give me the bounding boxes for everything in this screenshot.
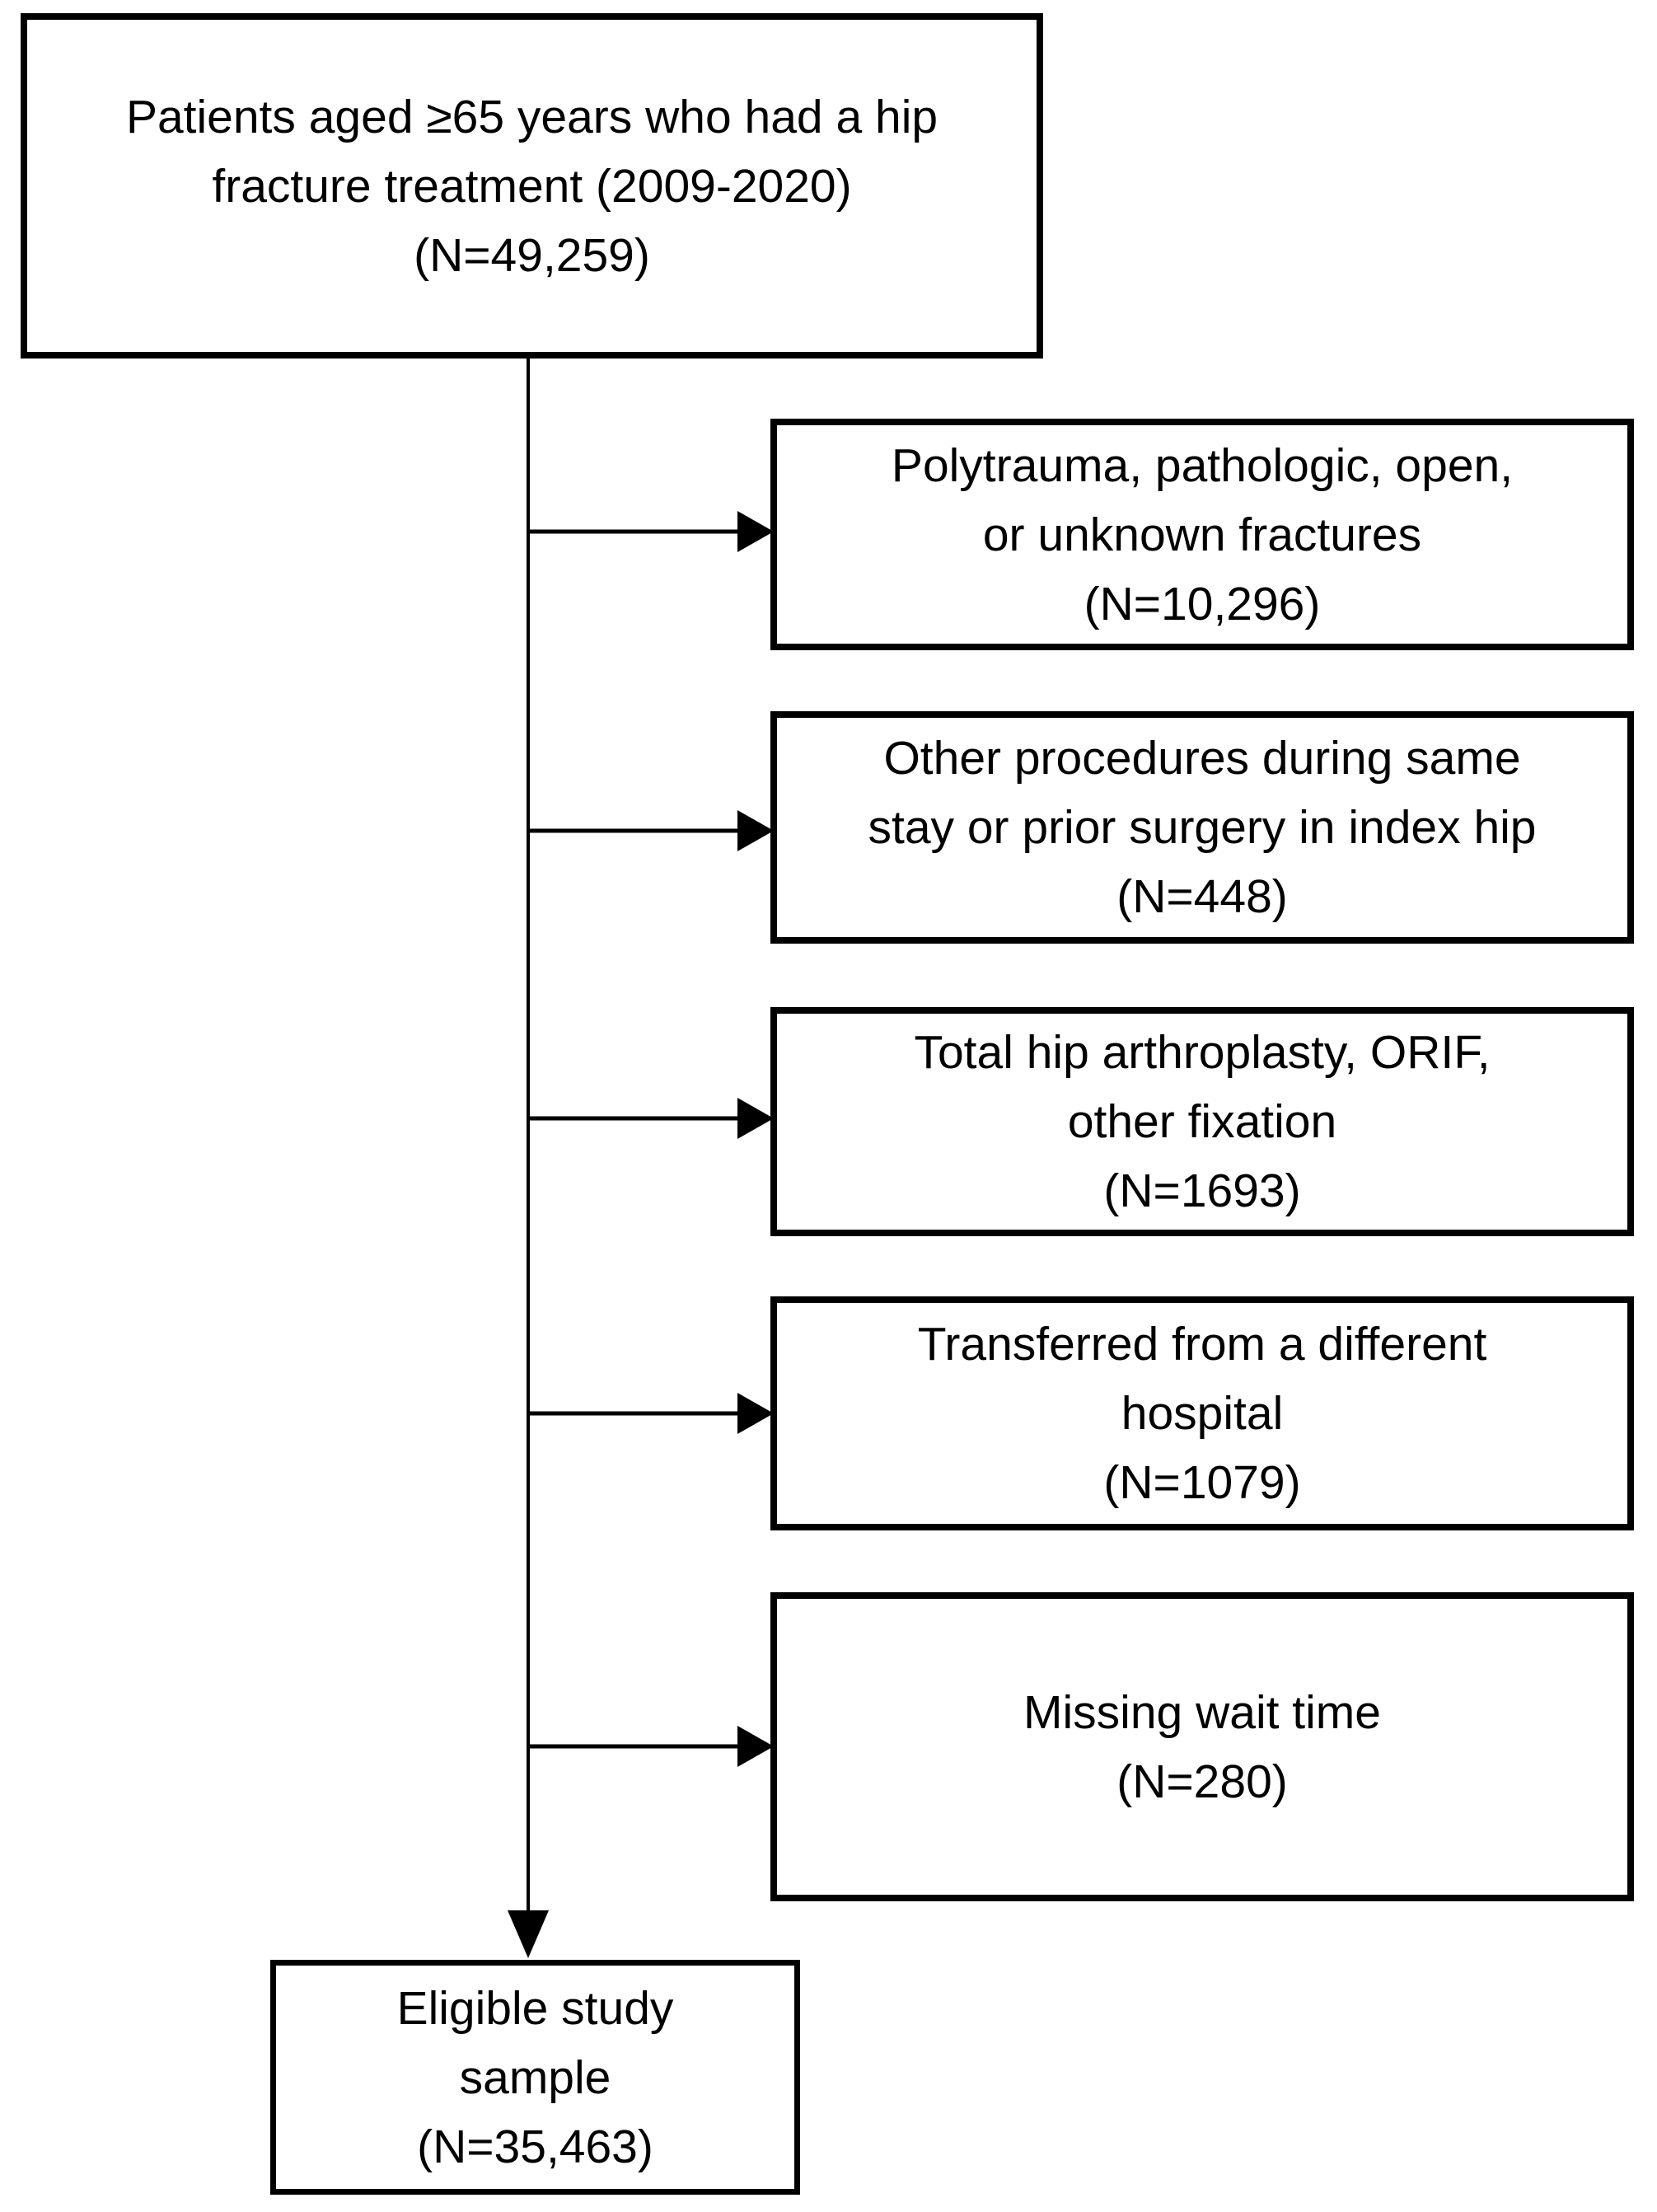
exclusion-box-count: (N=448) [1116, 870, 1288, 923]
result-box-line: Eligible study [396, 1981, 674, 2035]
source-box-line: Patients aged ≥65 years who had a hip [125, 90, 938, 143]
exclusion-box-polytrauma: Polytrauma, pathologic, open, or unknown… [770, 419, 1634, 650]
right-arrowhead-icon [737, 1393, 774, 1434]
exclusion-box-line: Other procedures during same [883, 732, 1521, 785]
exclusion-box-count: (N=1693) [1103, 1165, 1301, 1217]
source-population-box: Patients aged ≥65 years who had a hip fr… [21, 13, 1043, 359]
exclusion-box-line: Total hip arthroplasty, ORIF, [914, 1026, 1491, 1079]
exclusion-box-line: other fixation [1067, 1095, 1337, 1148]
result-box-count: (N=35,463) [417, 2120, 653, 2173]
exclusion-box-line: stay or prior surgery in index hip [868, 801, 1537, 854]
exclusion-box-other-procedures: Other procedures during same stay or pri… [770, 711, 1634, 944]
exclusion-box-count: (N=1079) [1103, 1456, 1301, 1509]
exclusion-box-line: Missing wait time [1023, 1685, 1381, 1739]
source-box-line: fracture treatment (2009-2020) [212, 159, 852, 213]
right-arrowhead-icon [737, 1726, 774, 1767]
exclusion-box-line: Polytrauma, pathologic, open, [891, 438, 1514, 492]
right-arrowhead-icon [737, 1098, 774, 1139]
exclusion-box-transferred: Transferred from a different hospital (N… [770, 1296, 1634, 1530]
exclusion-box-count: (N=280) [1116, 1755, 1288, 1808]
eligible-sample-box: Eligible study sample (N=35,463) [270, 1960, 800, 2195]
exclusion-box-missing-wait-time: Missing wait time (N=280) [770, 1592, 1634, 1901]
exclusion-box-line: hospital [1121, 1387, 1284, 1440]
exclusion-box-other-surgery-types: Total hip arthroplasty, ORIF, other fixa… [770, 1007, 1634, 1236]
right-arrowhead-icon [737, 511, 774, 552]
exclusion-box-line: Transferred from a different [917, 1318, 1487, 1371]
exclusion-box-count: (N=10,296) [1084, 577, 1321, 630]
right-arrowhead-icon [737, 810, 774, 851]
source-box-count: (N=49,259) [414, 228, 650, 282]
result-box-line: sample [459, 2050, 611, 2104]
exclusion-box-line: or unknown fractures [982, 508, 1422, 561]
down-arrowhead-icon [508, 1910, 549, 1958]
